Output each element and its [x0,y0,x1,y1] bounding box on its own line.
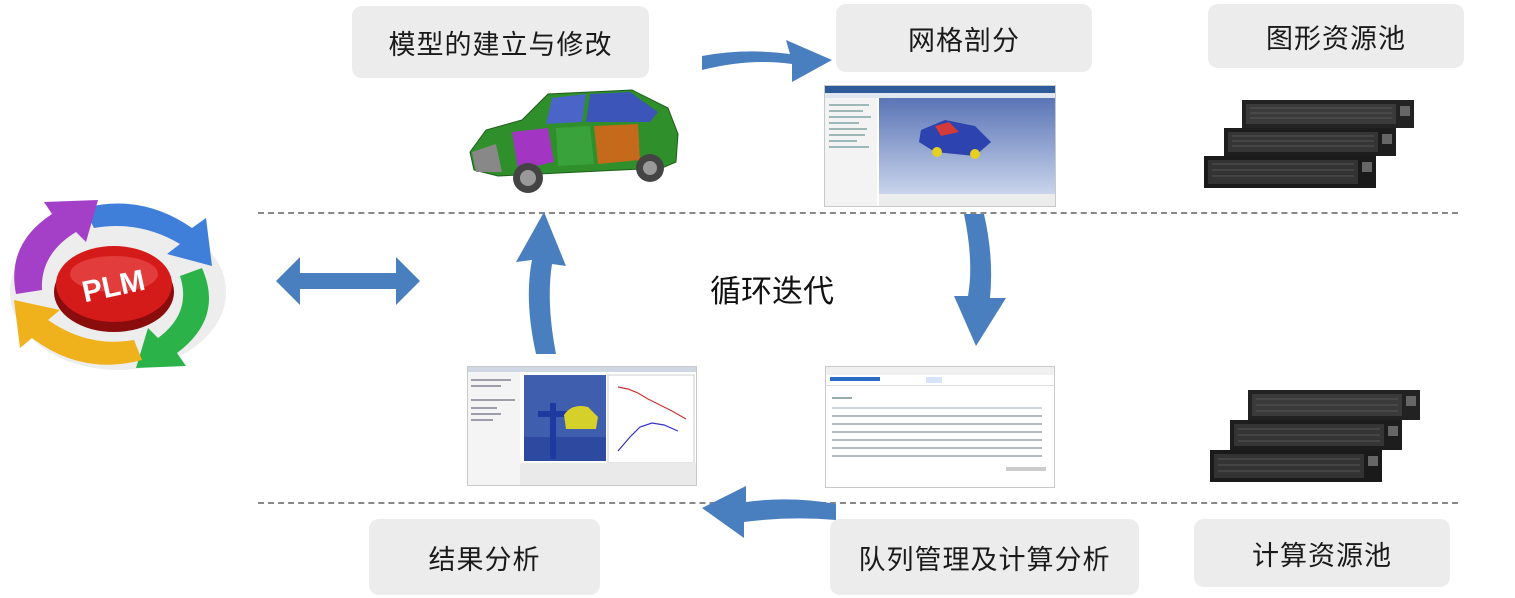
graphics-pool-box: 图形资源池 [1208,4,1464,68]
result-analysis-box: 结果分析 [369,519,600,595]
compute-server-stack-icon [1208,390,1426,484]
compute-pool-box: 计算资源池 [1194,519,1450,587]
arrow-queue-to-results-icon [700,482,838,540]
arrow-mesh-to-queue-icon [950,212,1010,348]
queue-management-screenshot [825,366,1055,488]
car-model-image [462,86,690,200]
model-build-box: 模型的建立与修改 [352,6,649,78]
result-analysis-screenshot [467,366,697,486]
top-divider [258,212,1458,214]
mesh-box: 网格剖分 [836,4,1092,72]
plm-cycle-logo: PLM [2,188,234,376]
queue-management-box: 队列管理及计算分析 [830,519,1139,595]
iteration-label: 循环迭代 [710,274,834,310]
arrow-results-to-model-icon [510,210,570,356]
graphics-server-stack-icon [1202,100,1420,190]
arrow-model-to-mesh-icon [700,36,840,92]
mesh-software-screenshot [824,85,1056,207]
bottom-divider [258,502,1458,504]
double-arrow-icon [276,257,420,305]
